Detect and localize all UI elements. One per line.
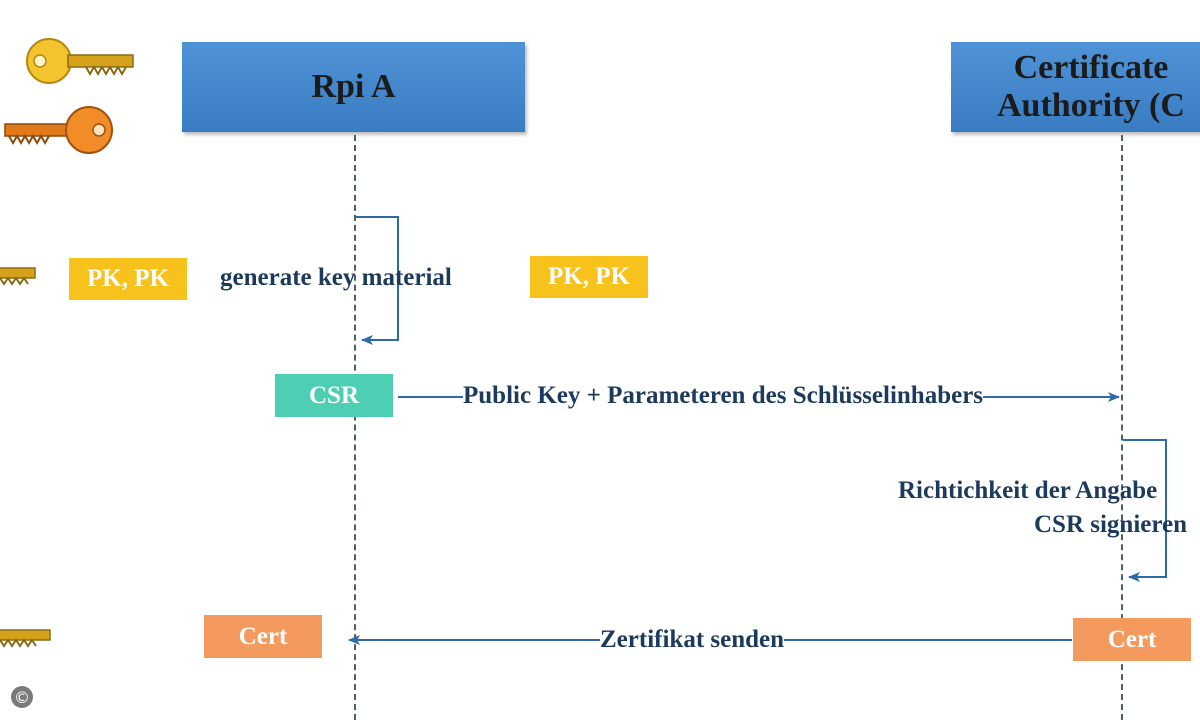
message-send-certificate: Zertifikat senden	[600, 625, 785, 655]
key-icon	[0, 267, 36, 286]
self-message-generate-arrow	[356, 216, 399, 345]
lifeline-ca	[1121, 135, 1123, 720]
key-icon	[26, 38, 134, 84]
tag-cert-right: Cert	[1073, 618, 1191, 661]
message-check-line1: Richtichkeit der Angabe	[898, 477, 1158, 504]
tag-pk-left: PK, PK	[69, 258, 187, 300]
key-icon	[4, 106, 113, 154]
key-icon	[0, 629, 51, 648]
actor-ca-label-line2: Authority (C	[997, 87, 1185, 124]
tag-cert-left: Cert	[204, 615, 322, 658]
copyright-icon: ©	[11, 686, 33, 708]
tag-pk-right: PK, PK	[530, 256, 648, 298]
actor-rpi-a: Rpi A	[182, 42, 525, 132]
self-message-ca-arrow	[1123, 439, 1167, 582]
actor-certificate-authority: Certificate Authority (C	[951, 42, 1200, 132]
message-generate-key-material: generate key material	[220, 264, 452, 291]
message-check-line2: CSR signieren	[1034, 511, 1188, 538]
tag-csr: CSR	[275, 374, 393, 417]
actor-rpi-a-label: Rpi A	[311, 68, 396, 105]
actor-ca-label-line1: Certificate	[1013, 49, 1169, 86]
lifeline-rpi-a	[354, 135, 356, 720]
message-public-key: Public Key + Parameteren des Schlüsselin…	[463, 381, 984, 411]
